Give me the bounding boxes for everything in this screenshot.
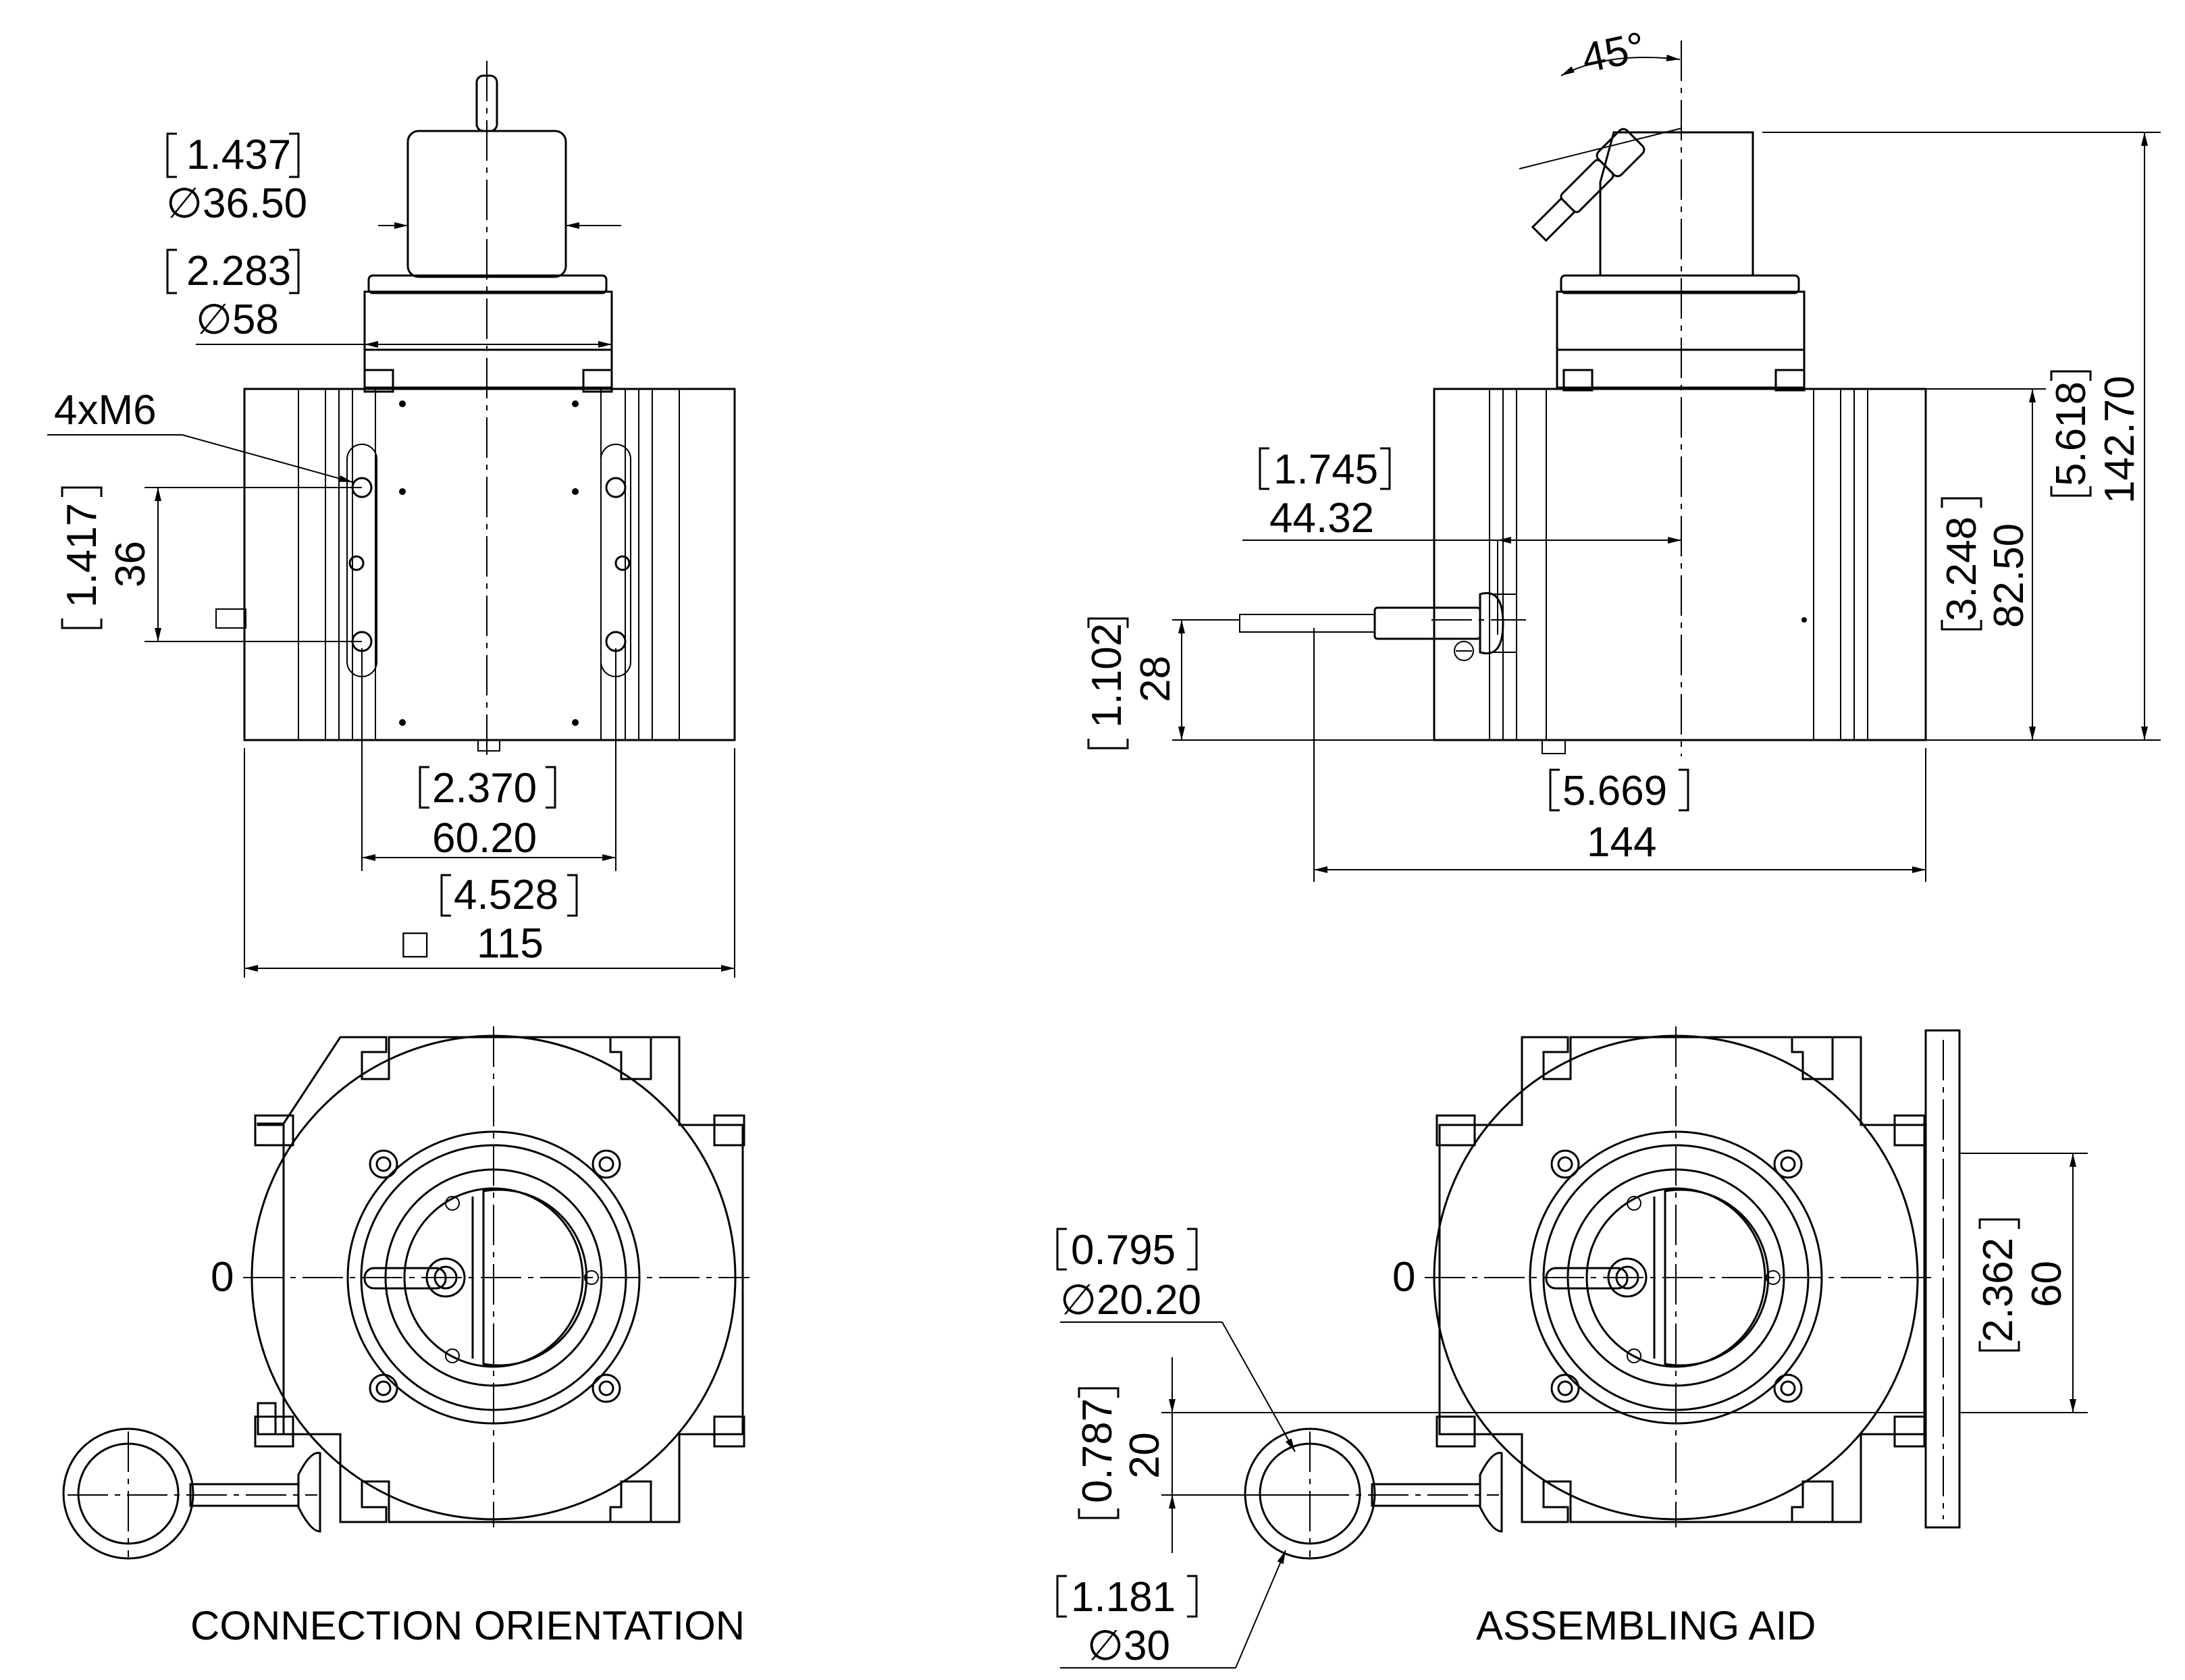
plate-spacing-in: 2.362: [1975, 1238, 2022, 1342]
body-height-in: 3.248: [1939, 517, 1985, 621]
ring-inner-mm: ∅20.20: [1060, 1277, 1201, 1323]
ring-outer-mm: ∅30: [1087, 1623, 1170, 1669]
offset-mm: 20: [1122, 1432, 1168, 1479]
conn-offset-in: 1.745: [1273, 446, 1378, 493]
end-view-connection-orientation: 0 CONNECTION ORIENTATION: [62, 1026, 749, 1648]
body-width-mm: 115: [477, 920, 544, 967]
total-height-mm: 142.70: [2097, 375, 2143, 504]
mid-height-in: 5.618: [2048, 382, 2095, 486]
zero-mark-right: 0: [1392, 1254, 1415, 1301]
thread-label: 4xM6: [54, 387, 157, 434]
conn-height-in: 1.102: [1084, 623, 1130, 728]
body-height-mm: 82.50: [1986, 523, 2032, 628]
caption-assembling-aid: ASSEMBLING AID: [1476, 1603, 1816, 1648]
hole-spacing-v-mm: 36: [107, 541, 154, 587]
conn-offset-mm: 44.32: [1269, 495, 1374, 542]
hole-spacing-h-in: 2.370: [432, 765, 537, 812]
body-width-in: 4.528: [454, 872, 558, 918]
flange-dia-mm: ∅58: [196, 296, 279, 343]
shaft-dia-mm: ∅36.50: [166, 180, 307, 227]
conn-height-mm: 28: [1132, 656, 1179, 702]
hole-spacing-v-in: 1.417: [59, 503, 105, 608]
plate-spacing-mm: 60: [2024, 1261, 2070, 1307]
square-symbol: □: [402, 920, 428, 967]
caption-connection-orientation: CONNECTION ORIENTATION: [190, 1603, 745, 1648]
ring-outer-in: 1.181: [1071, 1574, 1176, 1621]
flange-dia-in: 2.283: [186, 248, 291, 294]
zero-mark-left: 0: [211, 1254, 234, 1301]
front-view-top-left: 1.437 ∅36.50 2.283 ∅58 4xM6 1.417 36 2.3…: [47, 61, 736, 978]
total-length-in: 5.669: [1562, 768, 1667, 814]
offset-in: 0.787: [1074, 1398, 1121, 1503]
ring-inner-in: 0.795: [1071, 1227, 1176, 1274]
hole-spacing-h-mm: 60.20: [432, 815, 537, 862]
shaft-dia-in: 1.437: [186, 132, 291, 178]
end-view-assembling-aid: 0 0.795 ∅20.20 0.787 20 1.181 ∅30: [1056, 1026, 2088, 1669]
total-length-mm: 144: [1587, 819, 1656, 866]
angle-label: 45°: [1578, 24, 1650, 82]
side-view-top-right: 45° 1.745 44.32 1.102 28 3.248 82.50 5.6…: [1084, 24, 2161, 882]
